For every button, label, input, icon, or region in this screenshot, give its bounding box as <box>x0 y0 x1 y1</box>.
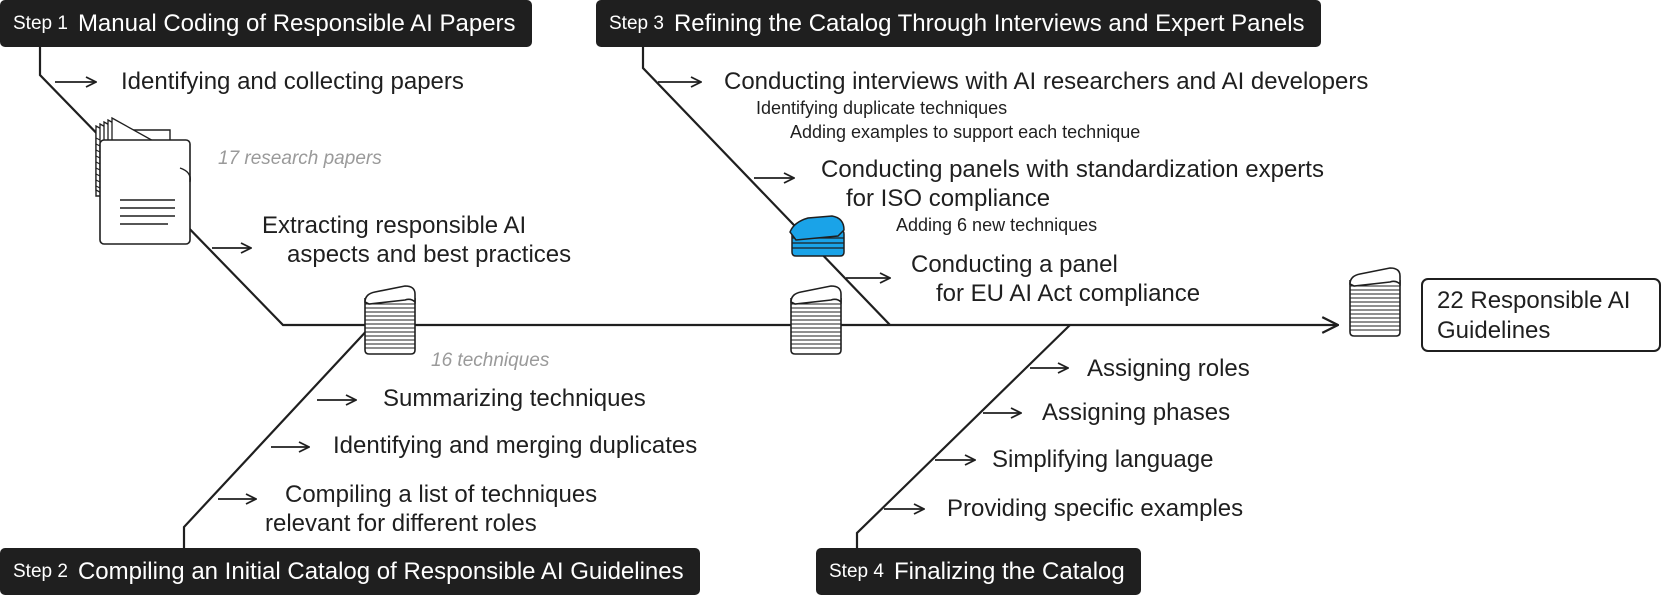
step1-header: Step 1 Manual Coding of Responsible AI P… <box>0 0 532 47</box>
step4-header: Step 4 Finalizing the Catalog <box>816 548 1141 595</box>
step2-branch <box>182 324 373 548</box>
specific-examples-label: Providing specific examples <box>947 495 1244 522</box>
step3-number: Step 3 <box>609 12 664 34</box>
step2-number: Step 2 <box>13 560 68 582</box>
assign-roles-label: Assigning roles <box>1087 355 1250 382</box>
step2-title: Compiling an Initial Catalog of Responsi… <box>77 557 684 585</box>
duplicate-techniques-label: Identifying duplicate techniques <box>756 98 1008 118</box>
step4-branch <box>855 324 1071 548</box>
new-techniques-label: Adding 6 new techniques <box>896 215 1098 235</box>
step1-number: Step 1 <box>13 12 68 34</box>
stack-16-techniques-icon <box>364 285 416 355</box>
step2-header: Step 2 Compiling an Initial Catalog of R… <box>0 548 700 595</box>
compile-list-label: Compiling a list of techniques relevant … <box>265 481 598 537</box>
stack-intermediate-icon <box>790 285 842 355</box>
step1-title: Manual Coding of Responsible AI Papers <box>77 9 516 37</box>
step3-header: Step 3 Refining the Catalog Through Inte… <box>596 0 1321 47</box>
identify-papers-label: Identifying and collecting papers <box>121 68 464 95</box>
techniques-count-note: 16 techniques <box>431 350 550 371</box>
result-box: 22 Responsible AI Guidelines <box>1421 278 1661 352</box>
interviews-label: Conducting interviews with AI researcher… <box>724 68 1369 95</box>
blue-stack-icon <box>789 215 845 257</box>
summarize-label: Summarizing techniques <box>383 385 646 412</box>
extract-aspects-label: Extracting responsible AI aspects and be… <box>262 212 572 268</box>
papers-count-note: 17 research papers <box>218 148 382 169</box>
paper-stack-icon <box>95 116 191 245</box>
merge-duplicates-label: Identifying and merging duplicates <box>333 432 698 459</box>
stack-final-icon <box>1349 267 1401 337</box>
iso-panel-label: Conducting panels with standardization e… <box>821 156 1324 212</box>
eu-panel-label: Conducting a panel for EU AI Act complia… <box>911 251 1201 307</box>
simplify-language-label: Simplifying language <box>992 446 1214 473</box>
assign-phases-label: Assigning phases <box>1042 399 1231 426</box>
step4-number: Step 4 <box>829 560 884 582</box>
step4-title: Finalizing the Catalog <box>893 557 1125 585</box>
step3-title: Refining the Catalog Through Interviews … <box>673 9 1305 37</box>
adding-examples-label: Adding examples to support each techniqu… <box>790 122 1141 142</box>
